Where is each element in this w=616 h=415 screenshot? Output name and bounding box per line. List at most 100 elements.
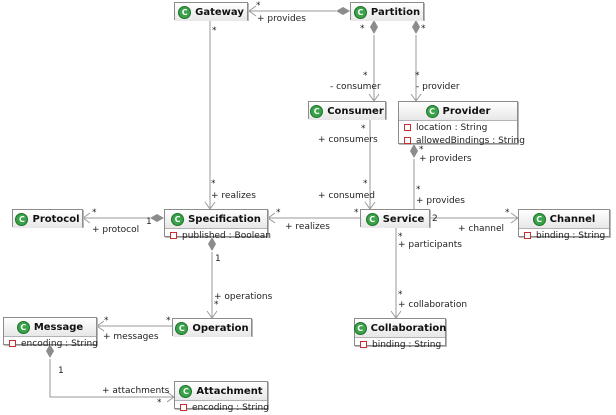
class-icon: C [353, 5, 367, 19]
composition-diamond-icon [370, 20, 378, 34]
class-name: Collaboration [370, 322, 447, 334]
class-icon: C [532, 212, 546, 226]
label: + consumed [318, 191, 375, 201]
open-arrow-icon [96, 320, 105, 332]
class-icon: C [178, 5, 192, 19]
field-icon [404, 137, 411, 144]
assoc-message-attachment [49, 359, 174, 398]
label: + consumers [318, 135, 378, 145]
label: + channel [458, 224, 504, 234]
attribute-row: published : Boolean [165, 229, 271, 242]
class-name: Gateway [195, 6, 244, 18]
open-arrow-icon [248, 5, 257, 17]
attribute-text: binding : String [536, 230, 606, 241]
label: * [416, 185, 421, 195]
label: * [157, 398, 162, 408]
composition-diamond-icon [336, 7, 350, 15]
field-icon [404, 124, 411, 131]
composition-diamond-icon [410, 144, 418, 158]
label: * [398, 232, 403, 242]
label: - consumer [330, 82, 381, 92]
label: + collaboration [398, 300, 467, 310]
label: * [363, 179, 368, 189]
class-name: Service [382, 213, 425, 225]
label: + operations [214, 292, 273, 302]
label: * [256, 1, 261, 11]
class-name: Attachment [196, 385, 263, 397]
class-name: Protocol [32, 213, 80, 225]
class-icon: C [310, 104, 324, 118]
composition-diamond-icon [150, 214, 164, 222]
label: + realizes [285, 222, 330, 232]
field-icon [9, 340, 16, 347]
label: * [419, 145, 424, 155]
label: 1 [146, 217, 152, 227]
class-icon: C [15, 212, 29, 226]
label: + provides [257, 14, 306, 24]
label: * [363, 71, 368, 81]
attribute-text: allowedBindings : String [416, 135, 525, 146]
attribute-row: binding : String [519, 229, 609, 242]
attribute-row: allowedBindings : String [399, 134, 525, 147]
label: * [360, 24, 365, 34]
field-icon [524, 232, 531, 239]
field-icon [180, 404, 187, 411]
label: * [214, 300, 219, 310]
label: * [104, 316, 109, 326]
label: + participants [398, 240, 462, 250]
class-icon: C [171, 212, 185, 226]
label: * [354, 208, 359, 218]
label: * [505, 208, 510, 218]
class-name: Operation [192, 322, 249, 334]
open-arrow-icon [82, 212, 91, 224]
class-icon: C [179, 384, 193, 398]
label: 1 [215, 254, 221, 264]
label: * [276, 208, 281, 218]
label: * [212, 26, 217, 36]
class-name: Channel [549, 213, 596, 225]
class-name: Partition [370, 6, 421, 18]
label: 2 [432, 214, 438, 224]
class-icon: C [353, 321, 367, 335]
class-icon: C [175, 321, 189, 335]
class-name: Provider [442, 105, 491, 117]
label: + attachments [102, 386, 170, 396]
attribute-row: encoding : String [175, 401, 269, 414]
label: * [361, 124, 366, 134]
label: + realizes [211, 191, 256, 201]
label: * [421, 24, 426, 34]
composition-diamond-icon [208, 237, 216, 251]
class-icon: C [365, 212, 379, 226]
label: - provider [416, 82, 460, 92]
class-name: Specification [188, 213, 261, 225]
label: + provides [416, 196, 465, 206]
label: + providers [419, 154, 472, 164]
attribute-text: published : Boolean [182, 230, 271, 241]
attribute-row: location : String [399, 121, 517, 134]
label: * [415, 71, 420, 81]
composition-diamond-icon [46, 344, 54, 358]
label: + messages [103, 332, 159, 342]
open-arrow-icon [267, 212, 276, 224]
label: * [211, 179, 216, 189]
attribute-row: encoding : String [4, 337, 98, 350]
attribute-row: binding : String [355, 338, 445, 351]
field-icon [360, 341, 367, 348]
field-icon [170, 232, 177, 239]
label: * [92, 208, 97, 218]
attribute-text: binding : String [372, 339, 442, 350]
label: * [398, 290, 403, 300]
